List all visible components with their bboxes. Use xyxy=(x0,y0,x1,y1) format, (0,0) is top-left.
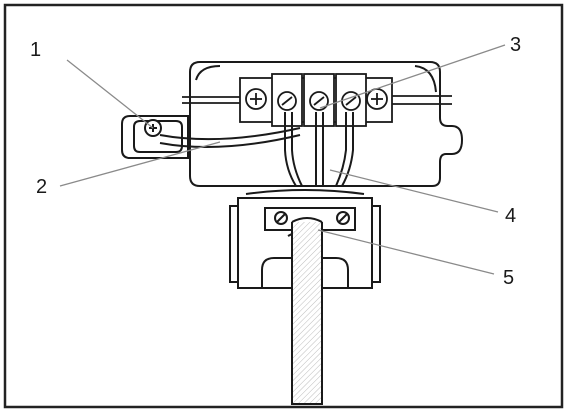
callout-5: 5 xyxy=(503,267,515,289)
leader-line-2 xyxy=(59,141,221,187)
leader-line-4 xyxy=(329,169,499,213)
callout-4: 4 xyxy=(505,205,517,227)
power-cable xyxy=(291,217,323,405)
callout-3: 3 xyxy=(510,34,522,56)
leader-line-5 xyxy=(317,229,495,275)
screw-icon xyxy=(245,88,267,110)
screw-icon xyxy=(366,88,388,110)
callout-2: 2 xyxy=(36,176,48,198)
leader-line-3 xyxy=(319,44,506,109)
leader-line-1 xyxy=(66,59,154,129)
screw-icon xyxy=(309,91,329,111)
diagram-border xyxy=(3,3,564,409)
screw-icon xyxy=(277,91,297,111)
leader-lines xyxy=(59,44,506,275)
wire-bundle xyxy=(159,112,354,187)
callout-1: 1 xyxy=(30,39,42,61)
terminal-strip xyxy=(182,73,452,127)
